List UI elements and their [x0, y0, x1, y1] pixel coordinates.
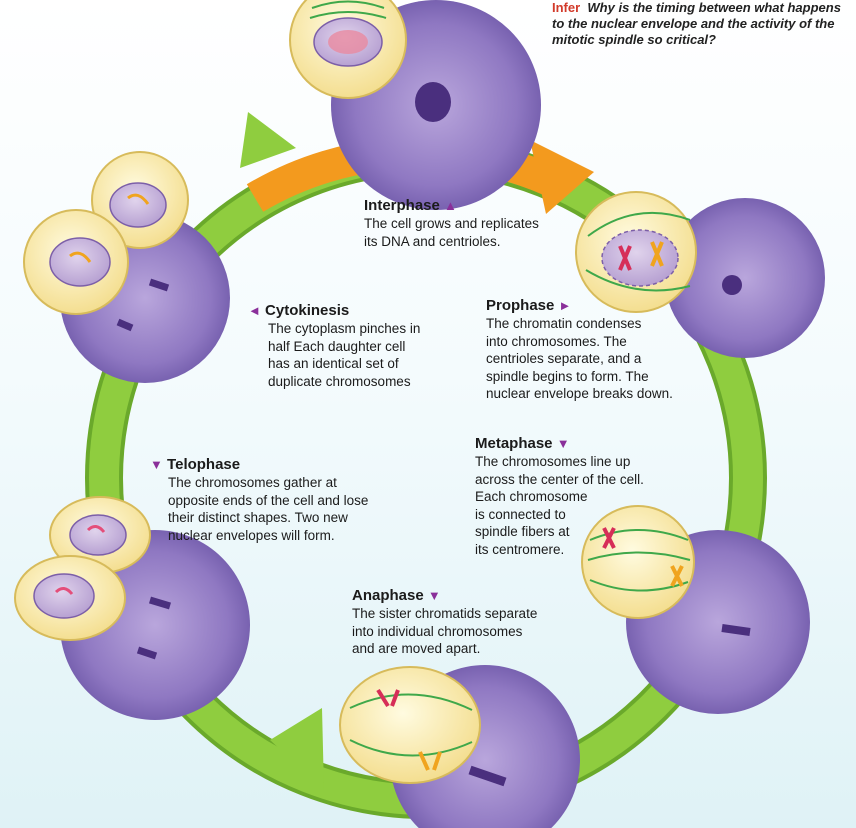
anaphase-line: The sister chromatids separate — [352, 606, 538, 621]
telophase-illustration — [14, 496, 250, 720]
cycle-arrowhead-left — [240, 112, 296, 168]
interphase-line: its DNA and centrioles. — [364, 233, 501, 249]
prophase-arrow-icon: ► — [558, 298, 572, 313]
cycle-arrowhead-interphase — [530, 140, 594, 214]
metaphase-line: spindle fibers at — [475, 524, 570, 539]
telophase-line: their distinct shapes. Two new — [168, 510, 348, 525]
anaphase-line: into individual chromosomes — [352, 623, 523, 639]
telophase-title: Telophase — [167, 456, 241, 473]
prophase-line: The chromatin condenses — [486, 316, 642, 331]
metaphase-arrow-icon: ▼ — [556, 436, 570, 451]
cytokinesis-illustration — [23, 151, 230, 383]
interphase-title: Interphase — [364, 197, 440, 214]
metaphase-title: Metaphase — [475, 435, 553, 452]
infer-label: Infer — [552, 0, 581, 15]
anaphase-title: Anaphase — [352, 587, 424, 604]
interphase-illustration — [289, 0, 541, 210]
metaphase-illustration — [581, 505, 810, 714]
prophase-illustration — [575, 191, 825, 358]
anaphase-label: Anaphase ▼ The sister chromatids separat… — [352, 587, 537, 658]
prophase-line: into chromosomes. The — [486, 333, 627, 349]
telophase-arrow-icon: ▼ — [150, 457, 163, 472]
cytokinesis-line: The cytoplasm pinches in — [268, 321, 421, 336]
anaphase-line: and are moved apart. — [352, 641, 481, 656]
metaphase-line: The chromosomes line up — [475, 454, 631, 469]
telophase-line: opposite ends of the cell and lose — [168, 492, 369, 508]
metaphase-line: is connected to — [475, 506, 566, 522]
prophase-title: Prophase — [486, 297, 555, 314]
metaphase-line: its centromere. — [475, 541, 565, 557]
telophase-label: ▼ Telophase The chromosomes gather at op… — [150, 456, 368, 544]
interphase-label: Interphase ▲ The cell grows and replicat… — [364, 197, 539, 250]
interphase-line: The cell grows and replicates — [364, 216, 539, 231]
metaphase-line: Each chromosome — [475, 489, 588, 504]
anaphase-illustration — [339, 665, 580, 828]
infer-question: Infer Why is the timing between what hap… — [552, 0, 852, 48]
telophase-line: nuclear envelopes will form. — [168, 527, 335, 543]
cytokinesis-arrow-icon: ◄ — [248, 303, 261, 318]
prophase-line: spindle begins to form. The — [486, 368, 649, 384]
prophase-line: nuclear envelope breaks down. — [486, 386, 673, 401]
interphase-arrow-icon: ▲ — [444, 198, 457, 213]
telophase-line: The chromosomes gather at — [168, 475, 337, 490]
cytokinesis-line: duplicate chromosomes — [268, 373, 411, 389]
prophase-line: centrioles separate, and a — [486, 351, 642, 366]
cycle-arrowhead-bottom — [270, 708, 324, 790]
anaphase-arrow-icon: ▼ — [427, 588, 441, 603]
infer-text: Why is the timing between what happens t… — [552, 0, 841, 47]
metaphase-line: across the center of the cell. — [475, 471, 644, 487]
cytokinesis-label: ◄ Cytokinesis The cytoplasm pinches in h… — [248, 302, 420, 390]
cytokinesis-title: Cytokinesis — [265, 302, 350, 319]
cytokinesis-line: has an identical set of — [268, 356, 399, 371]
prophase-label: Prophase ► The chromatin condenses into … — [486, 297, 673, 403]
metaphase-label: Metaphase ▼ The chromosomes line up acro… — [475, 435, 644, 558]
cytokinesis-line: half Each daughter cell — [268, 338, 406, 354]
